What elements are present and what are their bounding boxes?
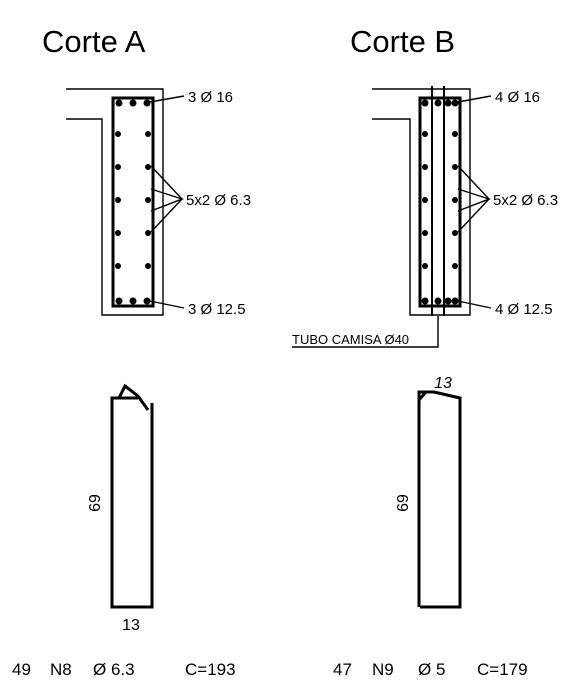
section-a-cross-section [66, 88, 185, 316]
section-b-leader-side [457, 165, 490, 233]
section-a-stirrup-shape [110, 383, 154, 609]
section-a-diameter: Ø 6.3 [93, 660, 135, 679]
section-a-rebar-bottom [115, 297, 123, 305]
section-b-rebar-top [434, 99, 442, 107]
section-b-stirrup-shape [417, 390, 462, 609]
section-a-label-side: 5x2 Ø 6.3 [186, 192, 251, 209]
section-b-label-top: 4 Ø 16 [495, 89, 540, 106]
section-b-rebar-top [444, 99, 452, 107]
section-b-leader-top [457, 95, 492, 103]
section-a-rebar-top [129, 99, 137, 107]
section-b-concrete-outline [372, 88, 471, 316]
section-b-leader-bottom [457, 300, 492, 309]
section-a-rebar-bottom [129, 297, 137, 305]
section-a-stirrup-height: 69 [87, 494, 104, 512]
section-b-side-bars [422, 131, 458, 269]
section-b-label-bottom: 4 Ø 12.5 [495, 301, 553, 318]
section-b-rebar-bottom [434, 297, 442, 305]
section-b-stirrup-width: 13 [434, 375, 452, 392]
section-a-title: Corte A [42, 24, 146, 59]
section-b-diameter: Ø 5 [418, 660, 445, 679]
section-a-leader-bottom [149, 300, 185, 309]
section-b-cross-section [292, 86, 492, 348]
section-a-mark: N8 [50, 660, 72, 679]
section-a-stirrup-width: 13 [122, 617, 140, 634]
section-a-stirrup [111, 96, 155, 308]
section-b-length: C=179 [477, 660, 528, 679]
section-b-rebar-bottom [421, 297, 429, 305]
section-b-rebar-bottom [444, 297, 452, 305]
section-b-mark: N9 [372, 660, 394, 679]
section-a-rebar-top [143, 99, 151, 107]
section-b-rebar-top [421, 99, 429, 107]
section-b-title: Corte B [350, 24, 455, 59]
section-b-qty: 47 [333, 660, 352, 679]
section-b-stirrup [418, 96, 462, 308]
section-b-label-side: 5x2 Ø 6.3 [493, 192, 558, 209]
section-a-label-bottom: 3 Ø 12.5 [188, 301, 246, 318]
section-a-concrete-outline [66, 88, 164, 316]
section-a-length: C=193 [185, 660, 236, 679]
section-a-rebar-top [115, 99, 123, 107]
section-a-leader-side [150, 165, 183, 233]
section-b-stirrup-height: 69 [395, 494, 412, 512]
section-b-rebar-top [451, 99, 459, 107]
section-b-rebar-bottom [451, 297, 459, 305]
section-a-qty: 49 [12, 660, 31, 679]
section-b-leader-tube [292, 316, 439, 348]
section-a-leader-top [149, 95, 185, 103]
section-a-rebar-bottom [143, 297, 151, 305]
section-a-side-bars [115, 131, 151, 269]
section-a-label-top: 3 Ø 16 [188, 89, 233, 106]
section-b-label-tube: TUBO CAMISA Ø40 [292, 332, 409, 347]
